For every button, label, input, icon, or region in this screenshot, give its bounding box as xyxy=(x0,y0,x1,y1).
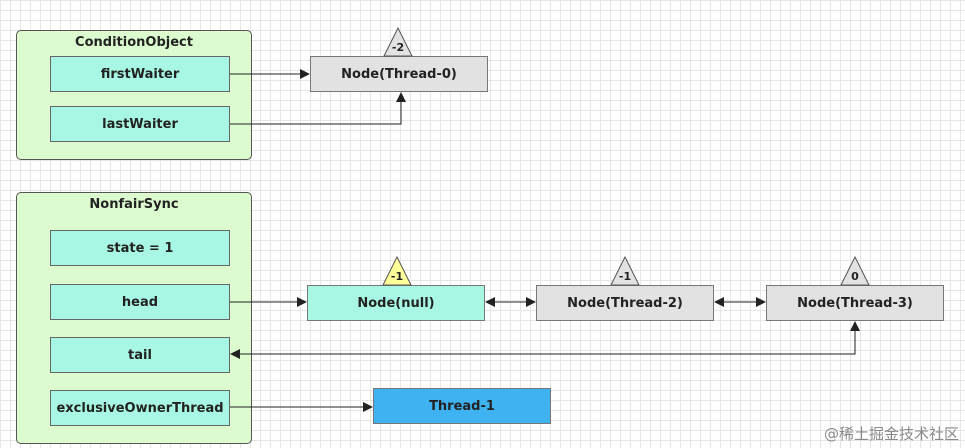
status-triangle-thread-3 xyxy=(840,255,870,286)
state-field: state = 1 xyxy=(50,230,230,266)
owner-thread-1: Thread-1 xyxy=(373,388,551,424)
last-waiter-arrow xyxy=(230,92,406,125)
first-waiter-field: firstWaiter xyxy=(50,56,230,92)
tail-field: tail xyxy=(50,337,230,373)
node-thread-3: Node(Thread-3) xyxy=(766,285,944,321)
status-label-thread-2: -1 xyxy=(619,270,631,283)
tail-arrow xyxy=(230,321,860,359)
status-label-thread-0: -2 xyxy=(392,41,404,54)
head-field: head xyxy=(50,284,230,320)
status-triangle-thread-0 xyxy=(383,26,413,57)
condition-object-title: ConditionObject xyxy=(75,35,193,50)
status-label-thread-3: 0 xyxy=(851,270,859,283)
node-thread-0: Node(Thread-0) xyxy=(310,56,488,92)
watermark: @稀土掘金技术社区 xyxy=(823,425,959,443)
status-triangle-thread-2 xyxy=(610,255,640,286)
status-label-null: -1 xyxy=(391,270,403,283)
node-null: Node(null) xyxy=(307,285,485,321)
nonfair-sync-title: NonfairSync xyxy=(89,197,179,212)
exclusive-owner-thread-field: exclusiveOwnerThread xyxy=(50,390,230,426)
last-waiter-field: lastWaiter xyxy=(50,106,230,142)
status-triangle-null xyxy=(382,255,412,286)
